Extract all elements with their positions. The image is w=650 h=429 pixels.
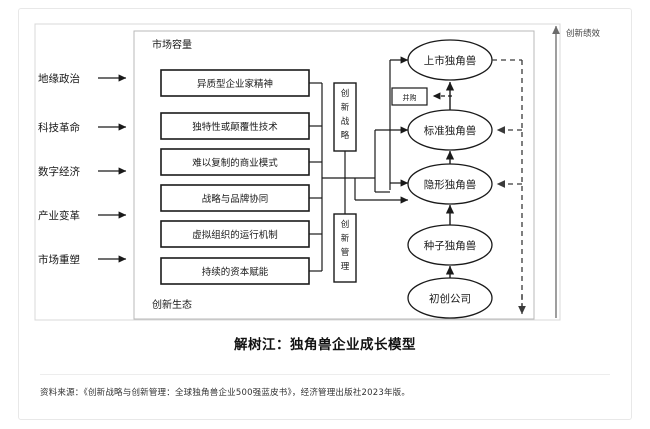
- ecosystem-container: [133, 30, 535, 320]
- capability-box-2: 难以复制的商业模式: [160, 148, 310, 176]
- driver-market-reshape: 市场重塑: [38, 253, 127, 266]
- vertical-box-strategy: 创新战略: [333, 82, 357, 178]
- stage-hidden-unicorn: 隐形独角兽: [407, 163, 493, 205]
- driver-label-3: 产业变革: [38, 209, 80, 222]
- driver-digital-economy: 数字经济: [38, 165, 127, 178]
- driver-label-1: 科技革命: [38, 121, 80, 134]
- capability-label-5: 持续的资本赋能: [202, 266, 269, 278]
- capability-label-2: 难以复制的商业模式: [192, 157, 278, 169]
- capability-label-4: 虚拟组织的运行机制: [192, 229, 278, 241]
- stage-startup-company: 初创公司: [407, 277, 493, 319]
- capability-label-0: 异质型企业家精神: [197, 78, 273, 90]
- stage-feed-branches: [354, 56, 409, 204]
- driver-label-2: 数字经济: [38, 165, 80, 178]
- capability-box-1: 独特性或颠覆性技术: [160, 112, 310, 140]
- driver-tech-revolution: 科技革命: [38, 121, 127, 134]
- stage-label-2: 隐形独角兽: [424, 178, 477, 191]
- driver-label-0: 地缘政治: [38, 72, 80, 85]
- capability-box-0: 异质型企业家精神: [160, 69, 310, 97]
- stage-standard-unicorn: 标准独角兽: [407, 109, 493, 151]
- stage-label-3: 种子独角兽: [424, 239, 477, 252]
- stage-label-1: 标准独角兽: [424, 124, 477, 137]
- figure-source: 资料来源：《创新战略与创新管理：全球独角兽企业500强蓝皮书》，经济管理出版社2…: [40, 388, 411, 398]
- driver-label-4: 市场重塑: [38, 253, 80, 266]
- performance-axis-label: 创新绩效: [566, 28, 601, 39]
- capability-bus: [309, 82, 375, 272]
- capability-box-4: 虚拟组织的运行机制: [160, 220, 310, 248]
- figure-title: 解树江：独角兽企业成长模型: [234, 337, 416, 353]
- capability-label-3: 战略与品牌协同: [202, 193, 269, 205]
- capability-label-1: 独特性或颠覆性技术: [192, 121, 278, 133]
- performance-axis: 创新绩效: [552, 25, 601, 318]
- stage-label-4: 初创公司: [429, 292, 471, 305]
- model-outer-frame: [34, 23, 561, 321]
- merger-box-label: 并购: [403, 93, 417, 102]
- vertical-box-label-1: 创新管理: [341, 219, 350, 272]
- stage-seed-unicorn: 种子独角兽: [407, 224, 493, 266]
- driver-industry-change: 产业变革: [38, 209, 127, 222]
- vertical-box-management: 创新管理: [333, 178, 357, 283]
- capability-box-3: 战略与品牌协同: [160, 184, 310, 212]
- feedback-loop: [492, 59, 526, 315]
- vertical-box-label-0: 创新战略: [341, 88, 350, 141]
- stage-label-0: 上市独角兽: [424, 54, 477, 67]
- footer-divider: [40, 374, 610, 375]
- driver-geopolitics: 地缘政治: [38, 72, 127, 85]
- stage-listed-unicorn: 上市独角兽: [407, 39, 493, 81]
- container-top-label: 市场容量: [152, 38, 192, 51]
- merger-box: 并购: [391, 87, 452, 106]
- capability-box-5: 持续的资本赋能: [160, 257, 310, 285]
- container-bottom-label: 创新生态: [152, 298, 192, 311]
